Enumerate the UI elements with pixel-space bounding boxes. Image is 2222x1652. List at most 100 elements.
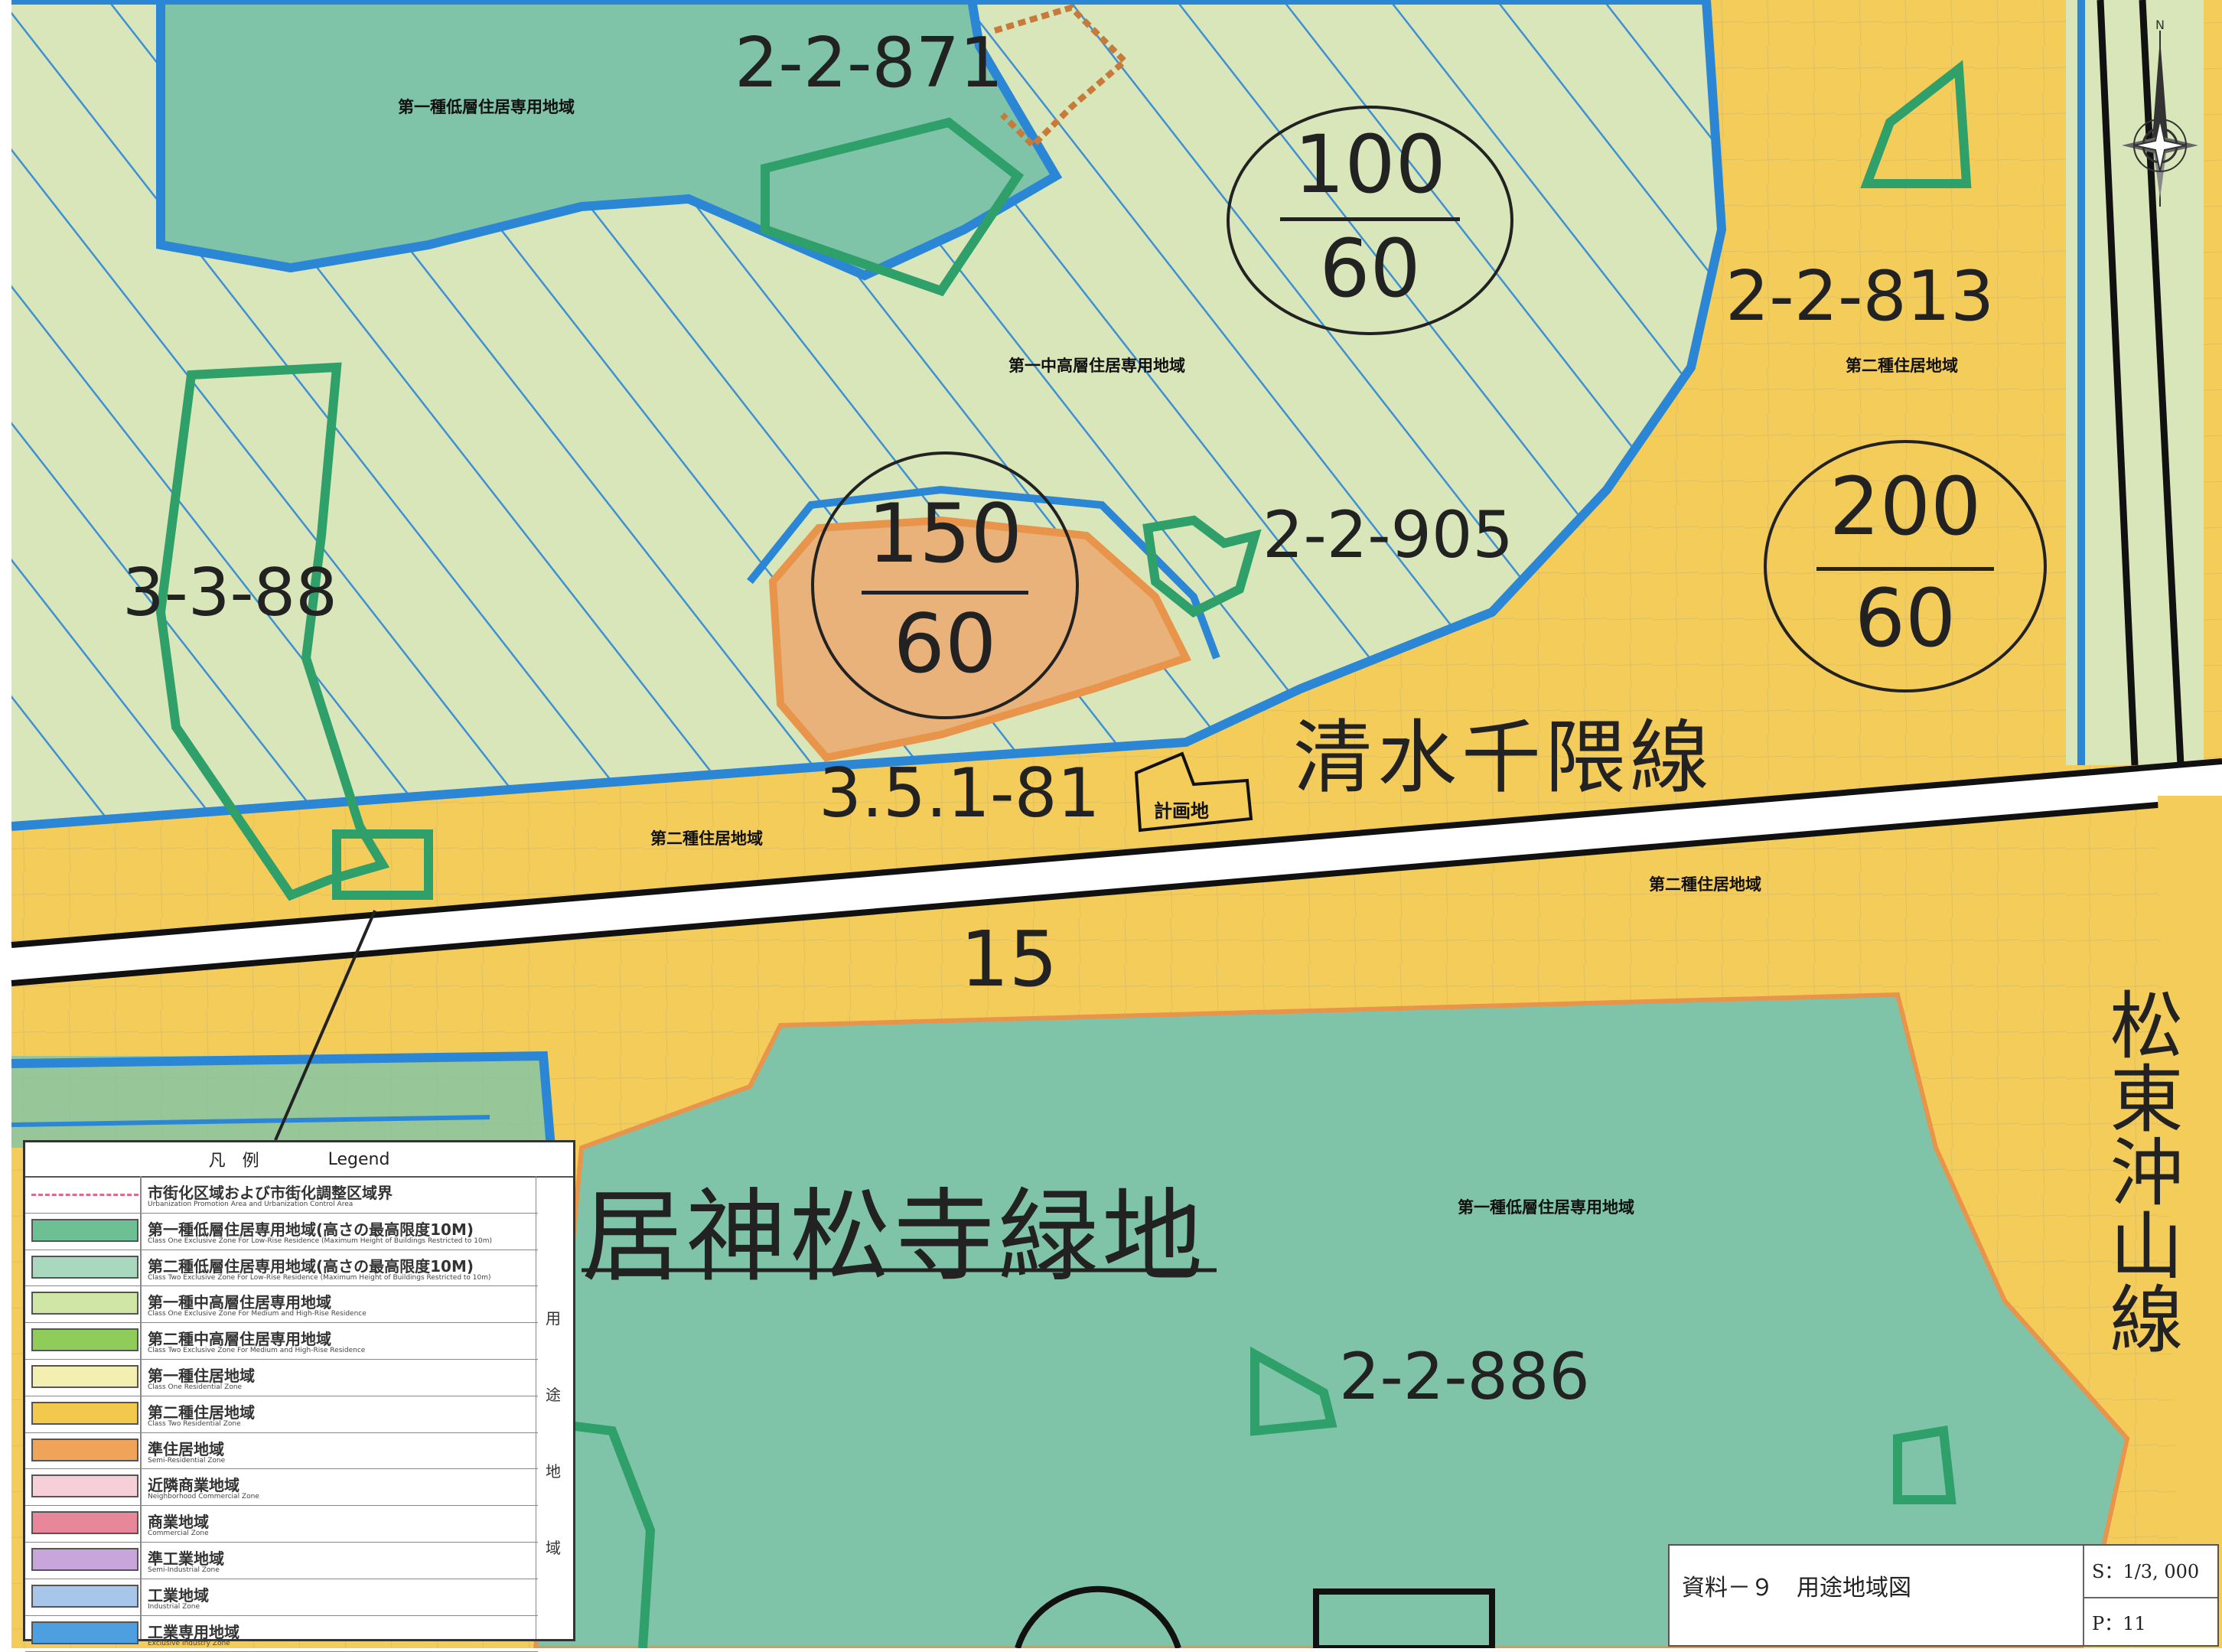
legend-label-en: Exclusive Industry Zone <box>148 1639 230 1647</box>
legend-label-en: Class Two Exclusive Zone For Low-Rise Re… <box>148 1273 491 1282</box>
legend-label-jp: 市街化区域および市街化調整区域界 <box>148 1184 393 1202</box>
zone-label-residential-2-right: 第二種住居地域 <box>1846 357 1958 375</box>
legend-label-jp: 商業地域 <box>148 1513 209 1532</box>
legend-swatch <box>31 1255 138 1279</box>
zone-label-residential-2-left: 第二種住居地域 <box>650 829 763 848</box>
svg-text:N: N <box>2155 18 2165 32</box>
legend-swatch <box>31 1584 138 1608</box>
map-scale: S：1/3, 000 <box>2092 1561 2200 1582</box>
lot-number-2-2-871: 2-2-871 <box>735 23 1004 103</box>
lot-number-2-2-813: 2-2-813 <box>1725 256 1995 337</box>
page-number: P：11 <box>2092 1613 2146 1634</box>
legend-label-jp: 準住居地域 <box>148 1439 224 1458</box>
north-arrow-icon: N <box>2122 18 2198 207</box>
legend-swatch <box>31 1474 138 1498</box>
legend-swatch <box>31 1182 138 1196</box>
ratio-bar <box>861 591 1029 595</box>
ratio-far: 100 <box>1294 118 1446 211</box>
legend-swatch <box>31 1218 138 1242</box>
zone-low-rise-1-bottom <box>533 992 2130 1648</box>
legend-label-jp: 第二種住居地域 <box>148 1403 255 1422</box>
legend-swatch <box>31 1292 138 1315</box>
legend-swatch <box>31 1438 138 1461</box>
lot-number-2-2-886: 2-2-886 <box>1339 1339 1590 1414</box>
right-edge-strip <box>2066 0 2204 765</box>
legend-label-en: Class One Exclusive Zone For Medium and … <box>148 1310 367 1318</box>
document-title: 資料－９ 用途地域図 <box>1682 1575 1911 1601</box>
legend-swatch <box>31 1365 138 1388</box>
ratio-circle-150-60: 150 60 <box>811 451 1079 719</box>
ratio-bcr: 60 <box>893 597 997 691</box>
legend-title-jp: 凡 例 <box>208 1152 259 1171</box>
legend-label-en: Semi-Industrial Zone <box>148 1566 220 1574</box>
legend-label-jp: 工業専用地域 <box>148 1622 239 1641</box>
legend-label-en: Class Two Residential Zone <box>148 1419 241 1428</box>
legend-label-jp: 近隣商業地域 <box>148 1476 239 1495</box>
legend-label-jp: 第一種低層住居専用地域(高さの最高限度10M) <box>148 1220 474 1239</box>
legend-row: 第二種低層住居専用地域(高さの最高限度10M)Class Two Exclusi… <box>25 1250 538 1287</box>
road-number: 15 <box>960 914 1058 1004</box>
legend-swatch <box>31 1401 138 1425</box>
lot-number-3-3-88: 3-3-88 <box>122 555 337 631</box>
legend-title-en: Legend <box>327 1149 390 1169</box>
road-name-vertical: 松東沖山線 <box>2097 987 2183 1354</box>
title-block: 資料－９ 用途地域図 S：1/3, 000 P：11 <box>1668 1544 2219 1647</box>
zone-label-mid-high-1: 第一中高層住居専用地域 <box>1008 357 1185 375</box>
legend-swatch <box>31 1511 138 1535</box>
ratio-far: 150 <box>867 487 1023 581</box>
zone-label-low-rise-1-bottom: 第一種低層住居専用地域 <box>1458 1198 1634 1217</box>
ratio-bar <box>1280 217 1460 221</box>
legend-label-jp: 工業地域 <box>148 1585 209 1605</box>
ratio-circle-200-60: 200 60 <box>1764 440 2047 692</box>
plan-site-outline <box>1134 751 1253 833</box>
zone-label-low-rise-1-top: 第一種低層住居専用地域 <box>398 98 575 116</box>
legend-swatch <box>31 1621 138 1644</box>
legend-side-char: 域 <box>546 1539 561 1557</box>
legend-divider <box>140 1176 142 1639</box>
legend-label-en: Class One Residential Zone <box>148 1383 243 1391</box>
ratio-bcr: 60 <box>1854 572 1956 665</box>
plan-site-label: 計画地 <box>1154 800 1209 822</box>
legend-label-jp: 準工業地域 <box>148 1549 224 1568</box>
park-outlines <box>155 60 1972 1648</box>
legend-title: 凡 例 Legend <box>25 1142 573 1178</box>
legend-label-en: Commercial Zone <box>148 1530 209 1538</box>
lot-number-3-5-1-81: 3.5.1-81 <box>819 754 1100 833</box>
road-name: 清水千隈線 <box>1293 711 1715 804</box>
ratio-circle-100-60: 100 60 <box>1227 106 1513 335</box>
legend-label-jp: 第一種中高層住居専用地域 <box>148 1293 331 1312</box>
legend-label-en: Class One Exclusive Zone For Low-Rise Re… <box>148 1237 492 1245</box>
legend-label-jp: 第二種低層住居専用地域(高さの最高限度10M) <box>148 1256 474 1276</box>
title-block-divider <box>2083 1546 2084 1645</box>
title-block-divider-h <box>2083 1597 2217 1598</box>
zone-label-residential-2-lower: 第二種住居地域 <box>1649 875 1761 894</box>
legend-label-en: Class Two Exclusive Zone For Medium and … <box>148 1347 366 1355</box>
ratio-bar <box>1816 567 1994 571</box>
legend-side-label: 用 途 地 域 <box>536 1176 570 1639</box>
legend-row: 第一種低層住居専用地域(高さの最高限度10M)Class One Exclusi… <box>25 1213 538 1250</box>
legend-swatch <box>31 1328 138 1352</box>
legend-swatch <box>31 1548 138 1571</box>
vertical-road <box>2158 796 2222 1648</box>
park-name: 居神松寺緑地 <box>582 1178 1206 1296</box>
legend-label-en: Semi-Residential Zone <box>148 1456 226 1465</box>
legend-label-en: Industrial Zone <box>148 1602 200 1611</box>
ratio-far: 200 <box>1829 460 1982 553</box>
main-road <box>11 761 2222 983</box>
legend-label-en: Neighborhood Commercial Zone <box>148 1493 259 1501</box>
ratio-bcr: 60 <box>1319 222 1421 315</box>
legend-label-jp: 第二種中高層住居専用地域 <box>148 1330 331 1349</box>
legend-side-char: 地 <box>546 1462 561 1481</box>
